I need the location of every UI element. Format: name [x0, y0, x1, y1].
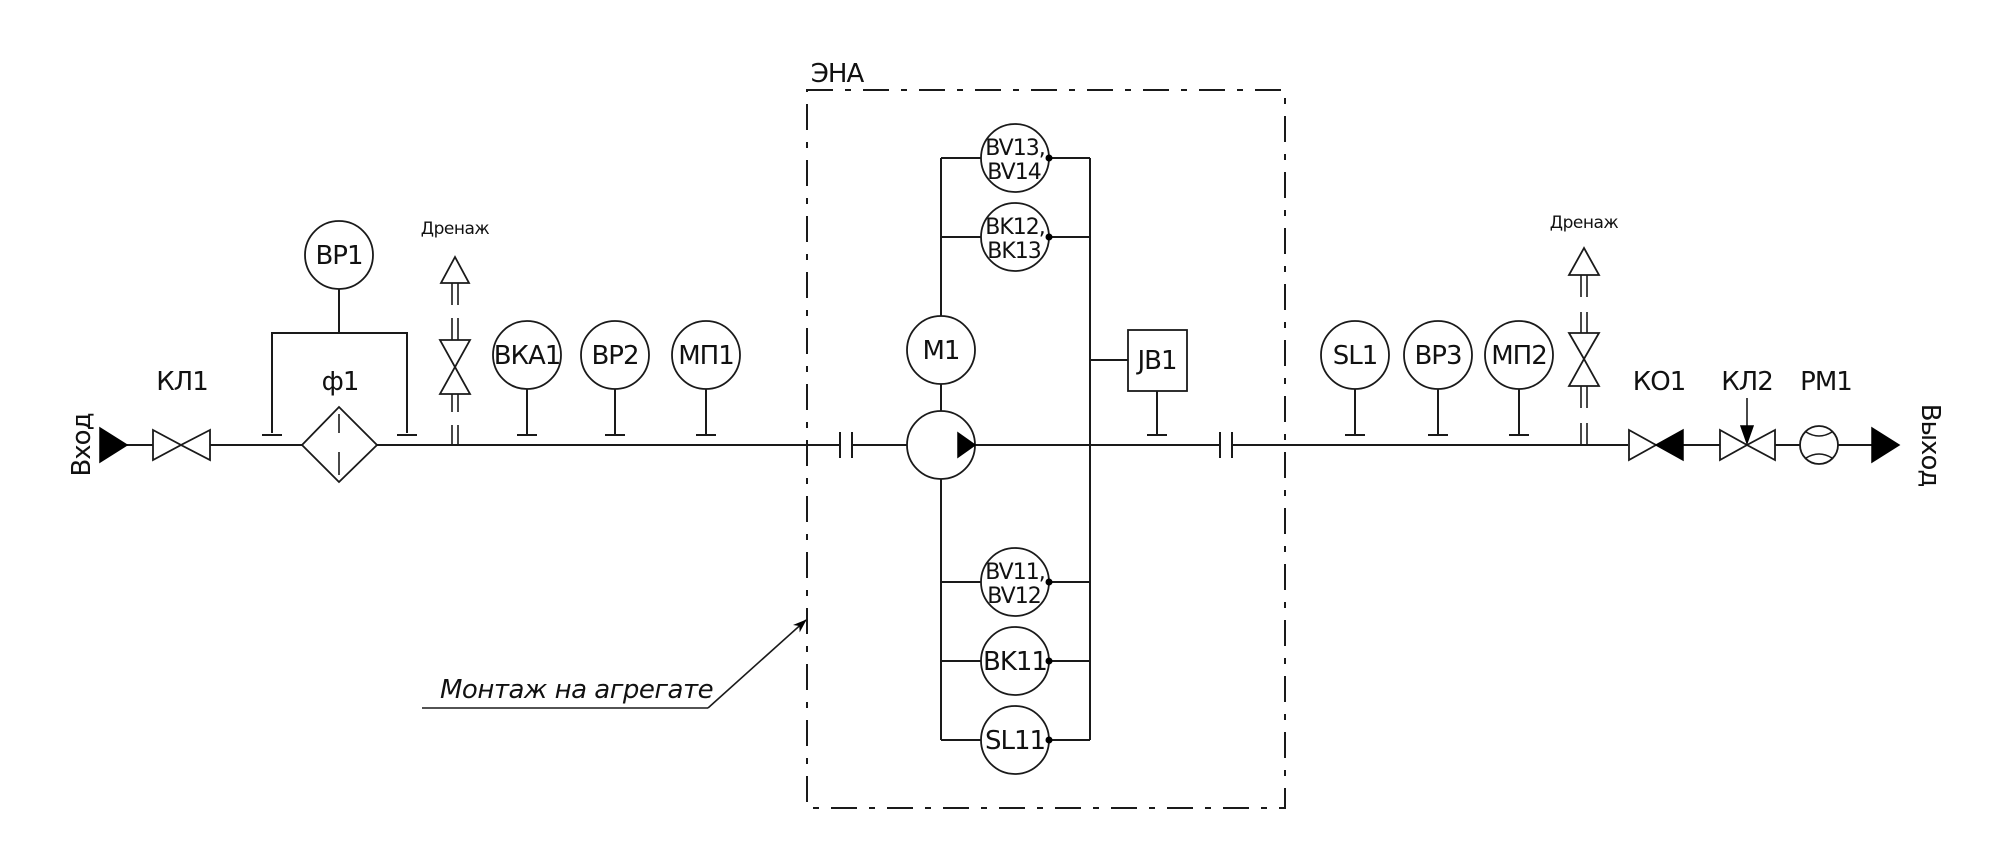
mounting-note-text: Монтаж на агрегате: [440, 675, 713, 705]
flow-meter-pm1[interactable]: РМ1: [1799, 367, 1853, 465]
instrument-circle: [304, 220, 374, 290]
instrument-bp3[interactable]: ВР3: [1403, 320, 1473, 436]
motor-m1-label: М1: [923, 336, 960, 366]
sensor-bk12-bk13[interactable]: BK12, BK13: [980, 202, 1053, 272]
outlet: Выход: [1871, 404, 1945, 487]
instrument-mp2-label: МП2: [1491, 341, 1547, 371]
flow-meter-pm1-label: РМ1: [1800, 367, 1852, 397]
junction-box-jb1[interactable]: JB1: [1127, 329, 1188, 436]
drain-right-label: Дренаж: [1550, 213, 1619, 233]
coupling-outlet: [1219, 432, 1233, 458]
inlet: Вход: [67, 413, 129, 477]
sensor-bv11-bv12[interactable]: BV11, BV12: [980, 547, 1053, 617]
coupling-inlet: [839, 432, 853, 458]
mounting-note: Монтаж на агрегате: [422, 619, 807, 709]
sensor-sl11[interactable]: SL11: [980, 705, 1053, 775]
sensor-bk12-bk13-label-1: BK12,: [985, 215, 1045, 240]
drain-valve-icon: [1567, 332, 1601, 361]
instrument-mp1-label: МП1: [678, 341, 734, 371]
control-valve-kl2[interactable]: КЛ2: [1719, 367, 1776, 462]
pump[interactable]: [906, 384, 977, 480]
sensor-sl11-label: SL11: [985, 726, 1045, 756]
check-valve-k01[interactable]: КО1: [1628, 367, 1686, 462]
filter-f1[interactable]: ф1: [300, 367, 379, 484]
drain-left[interactable]: Дренаж: [421, 219, 490, 445]
instrument-bka1-label: ВКА1: [494, 341, 561, 371]
instrument-bp1[interactable]: ВР1: [262, 220, 417, 436]
instrument-bp2-label: ВР2: [591, 341, 638, 371]
drain-valve-icon: [438, 339, 472, 369]
drain-left-label: Дренаж: [421, 219, 490, 239]
inlet-label: Вход: [67, 413, 97, 476]
instrument-bp3-label: ВР3: [1414, 341, 1461, 371]
sensor-bv13-bv14-label-2: BV14: [987, 160, 1040, 185]
instrument-bp1-label: ВР1: [315, 241, 362, 271]
sensor-bk11-label: BK11: [983, 647, 1047, 677]
instrument-bka1[interactable]: ВКА1: [492, 320, 562, 436]
sensor-bv13-bv14[interactable]: BV13, BV14: [980, 123, 1053, 193]
filter-icon: [300, 405, 379, 484]
control-valve-kl2-label: КЛ2: [1721, 367, 1773, 397]
sensor-bv11-bv12-label-1: BV11,: [985, 560, 1044, 585]
instrument-bp2[interactable]: ВР2: [580, 320, 650, 436]
check-valve-icon: [1628, 428, 1658, 462]
instrument-mp1[interactable]: МП1: [671, 320, 741, 436]
sensor-bk11[interactable]: BK11: [980, 626, 1053, 696]
junction-box-jb1-label: JB1: [1135, 346, 1176, 376]
instrument-sl1[interactable]: SL1: [1320, 320, 1390, 436]
outlet-label: Выход: [1915, 404, 1945, 487]
valve-kl1-label: КЛ1: [156, 367, 208, 397]
filter-f1-label: ф1: [322, 367, 359, 397]
control-valve-icon: [1719, 428, 1749, 462]
flow-meter-icon: [1799, 425, 1839, 465]
valve-kl1[interactable]: КЛ1: [152, 367, 211, 462]
sensor-bv11-bv12-label-2: BV12: [987, 584, 1040, 609]
unit-enclosure: ЭНА: [806, 59, 1286, 809]
sensor-bus: [940, 157, 1128, 741]
check-valve-k01-label: КО1: [1633, 367, 1685, 397]
gate-valve-icon: [152, 428, 183, 462]
sensor-bk12-bk13-label-2: BK13: [987, 239, 1041, 264]
sensor-bv13-bv14-label-1: BV13,: [985, 136, 1044, 161]
instrument-sl1-label: SL1: [1333, 341, 1378, 371]
instrument-mp2[interactable]: МП2: [1484, 320, 1554, 436]
enclosure-label: ЭНА: [811, 59, 865, 89]
drain-arrow-icon: [1567, 246, 1601, 276]
drain-right[interactable]: Дренаж: [1550, 213, 1619, 445]
drain-arrow-icon: [439, 255, 471, 284]
motor-m1[interactable]: М1: [906, 315, 976, 385]
inlet-arrow-icon: [99, 426, 129, 464]
outlet-arrow-icon: [1871, 426, 1901, 464]
